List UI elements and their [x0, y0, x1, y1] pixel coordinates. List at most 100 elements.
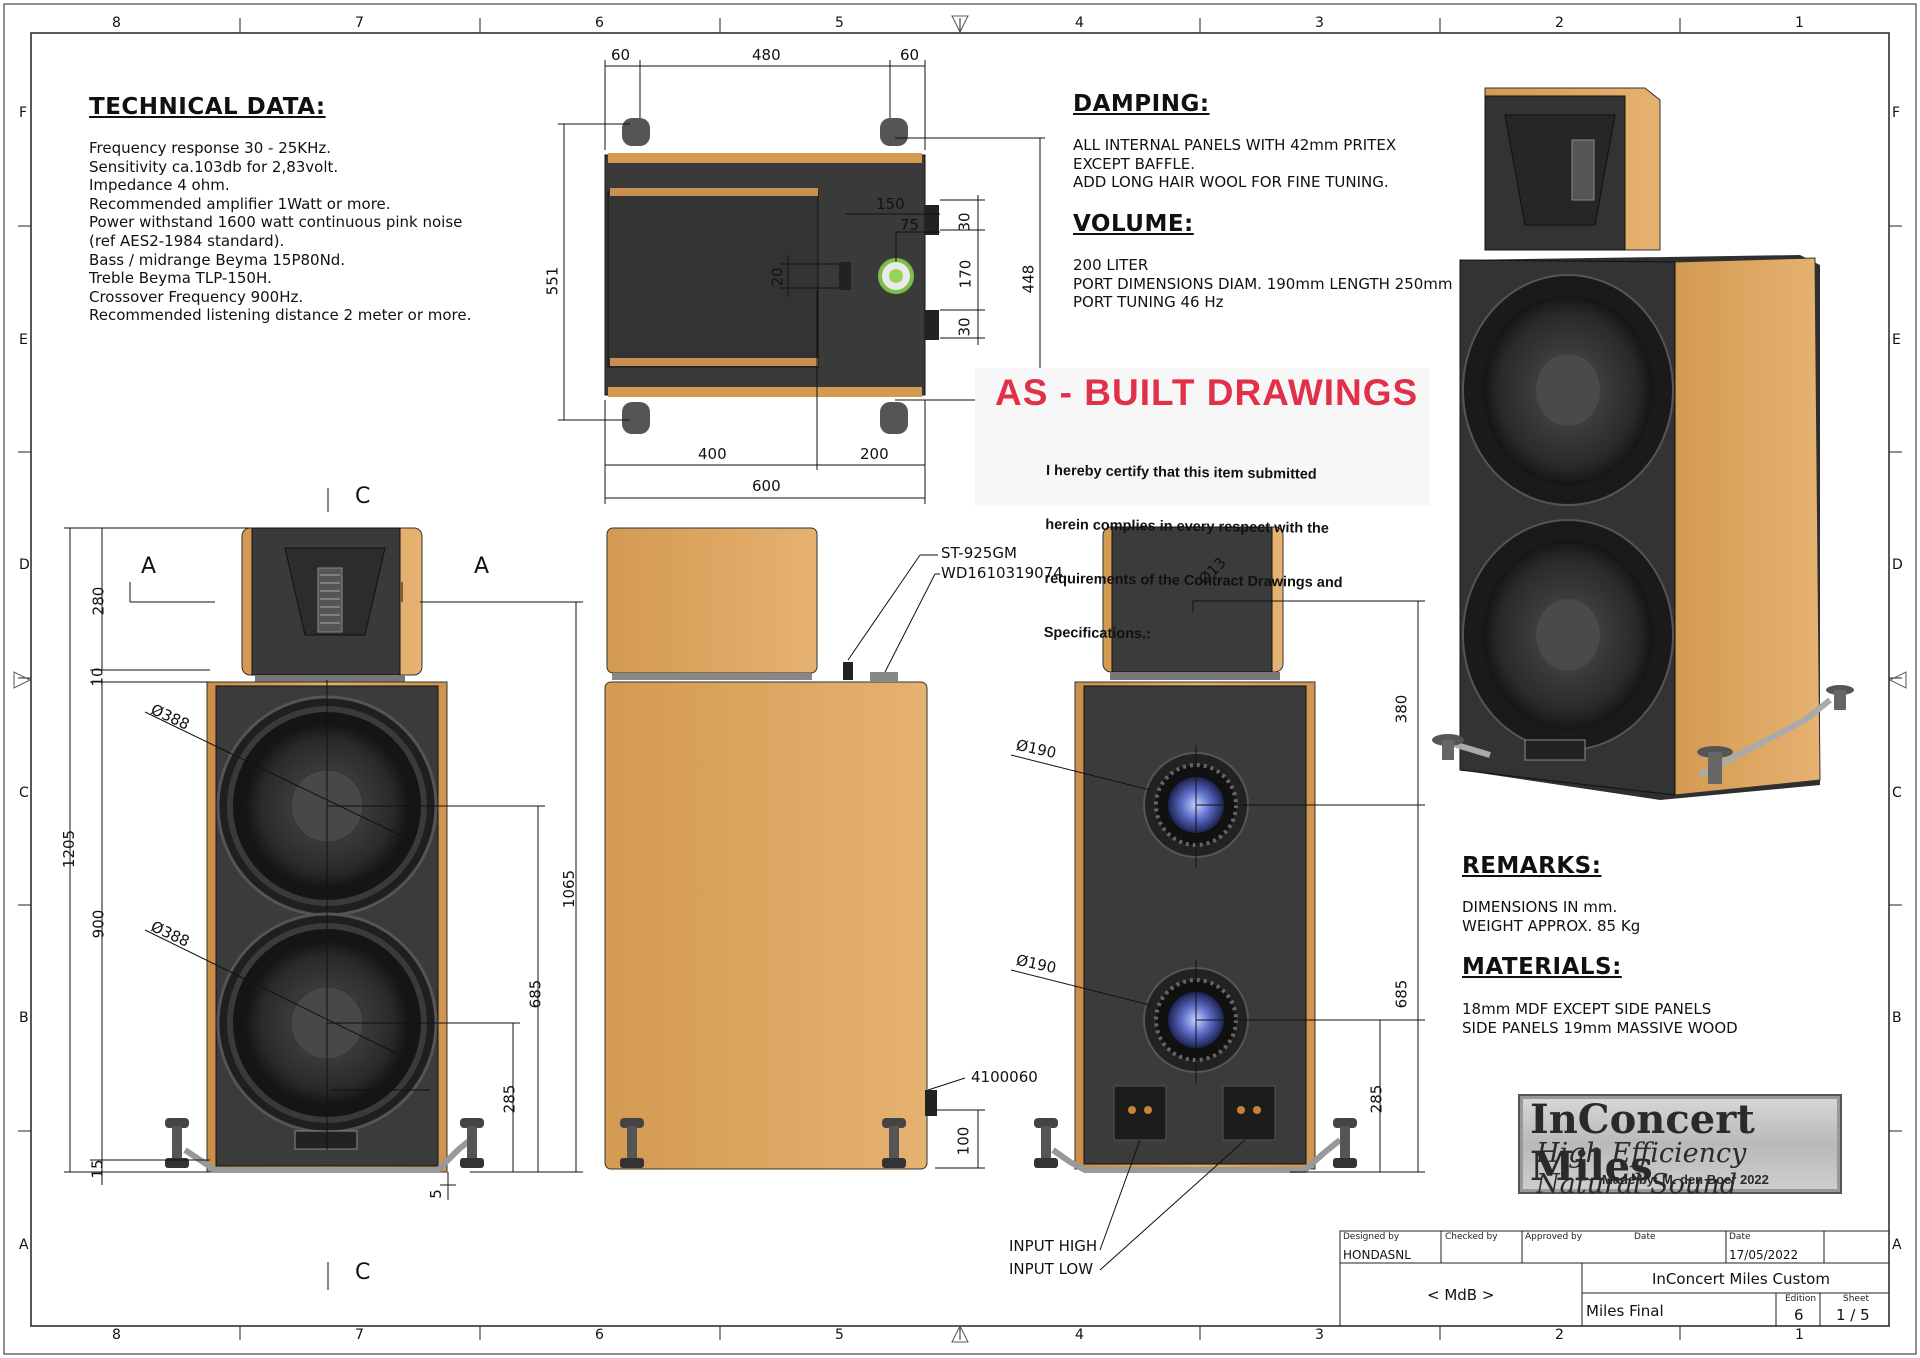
technical-line: Bass / midrange Beyma 15P80Nd. — [89, 250, 346, 269]
section-marker-c: C — [355, 1260, 371, 1285]
spike-foot — [880, 402, 908, 434]
spike-foot — [622, 118, 650, 146]
col-label: 7 — [355, 15, 364, 31]
volume-list: 200 LITER PORT DIMENSIONS DIAM. 190mm LE… — [1073, 256, 1453, 312]
sheet-value: 1 / 5 — [1836, 1306, 1870, 1324]
dim-label: 200 — [860, 445, 889, 463]
sheet-label: Sheet — [1843, 1294, 1870, 1304]
dim-label: 75 — [900, 216, 920, 234]
as-built-stamp-title: AS - BUILT DRAWINGS — [995, 372, 1419, 413]
centering-marks — [13, 15, 1907, 1343]
approval-date-label: Date — [1634, 1232, 1656, 1242]
dim-label: 285 — [1367, 1084, 1386, 1114]
stamp-line: requirements of the Contract Drawings an… — [1044, 570, 1343, 592]
part-number-label: ST-925GM — [941, 544, 1017, 562]
input-low-label: INPUT LOW — [1009, 1260, 1094, 1278]
section-marker-c: C — [355, 484, 371, 509]
top-wood-edge — [608, 387, 922, 397]
top-wood-edge — [608, 153, 922, 163]
technical-line: Recommended amplifier 1Watt or more. — [89, 194, 391, 213]
col-label: 6 — [595, 15, 604, 31]
dim-label: 600 — [752, 477, 781, 495]
col-label: 8 — [112, 1327, 121, 1343]
spike-foot — [622, 402, 650, 434]
brand-logo-plate: InConcert Miles High Efficiency Natural … — [1518, 1094, 1842, 1200]
col-label: 1 — [1795, 15, 1804, 31]
checked-by-label: Checked by — [1445, 1232, 1498, 1242]
technical-line: Power withstand 1600 watt continuous pin… — [89, 213, 463, 232]
col-label: 3 — [1315, 1327, 1324, 1343]
logo-maker: Made by: M. den Boer 2022 — [1602, 1172, 1769, 1187]
volume-line: PORT TUNING 46 Hz — [1073, 293, 1224, 312]
input-low-terminal — [1222, 1085, 1276, 1141]
damping-line: ADD LONG HAIR WOOL FOR FINE TUNING. — [1073, 173, 1389, 192]
damping-title: DAMPING: — [1073, 91, 1210, 117]
col-label: 1 — [1795, 1327, 1804, 1343]
side-view-dims — [847, 554, 985, 1169]
stamp-line: I hereby certify that this item submitte… — [1045, 462, 1317, 483]
row-label: C — [19, 785, 29, 801]
row-label: D — [1892, 557, 1903, 573]
col-label: 5 — [835, 15, 844, 31]
col-label: 3 — [1315, 15, 1324, 31]
col-label: 7 — [355, 1327, 364, 1343]
render-3d — [1432, 87, 1854, 800]
technical-data-list: Frequency response 30 - 25KHz. Sensitivi… — [89, 139, 471, 325]
dim-label: 685 — [1392, 979, 1411, 1009]
row-label: F — [1892, 105, 1901, 121]
side-view — [604, 527, 937, 1170]
dim-label: 1205 — [60, 829, 79, 869]
date-value: 17/05/2022 — [1729, 1248, 1799, 1262]
dim-label: 150 — [876, 195, 905, 213]
approved-by-label: Approved by — [1525, 1232, 1583, 1242]
spike-foot — [880, 118, 908, 146]
materials-line: 18mm MDF EXCEPT SIDE PANELS — [1462, 1000, 1712, 1018]
row-label: E — [1892, 332, 1901, 348]
stamp-backdrop — [975, 368, 1430, 506]
designed-by-label: Designed by — [1343, 1232, 1400, 1242]
damping-list: ALL INTERNAL PANELS WITH 42mm PRITEX EXC… — [1073, 136, 1396, 192]
dim-label: 5 — [426, 1189, 445, 1199]
materials-list: 18mm MDF EXCEPT SIDE PANELS SIDE PANELS … — [1462, 1000, 1738, 1037]
dim-label: 30 — [955, 317, 974, 337]
volume-line: PORT DIMENSIONS DIAM. 190mm LENGTH 250mm — [1073, 274, 1453, 293]
front-view — [165, 527, 484, 1173]
designed-by-value: HONDASNL — [1343, 1248, 1411, 1262]
technical-line: Crossover Frequency 900Hz. — [89, 287, 304, 306]
row-label: F — [19, 105, 28, 121]
outer-border — [3, 3, 1917, 1355]
row-label: A — [19, 1237, 29, 1253]
dim-label: 20 — [768, 267, 787, 287]
section-marker-a: A — [474, 554, 490, 579]
title-block-frame — [1339, 1230, 1890, 1327]
dim-label: 280 — [89, 586, 108, 616]
col-label: 4 — [1075, 15, 1084, 31]
front-view-dims — [64, 488, 583, 1290]
row-label: A — [1892, 1237, 1902, 1253]
dim-label: 900 — [89, 909, 108, 939]
zone-ticks — [18, 18, 1902, 1340]
dim-label: 285 — [500, 1084, 519, 1114]
as-built-stamp-text: I hereby certify that this item submitte… — [1043, 426, 1344, 664]
dim-label: 551 — [543, 266, 562, 296]
remarks-line: DIMENSIONS IN mm. — [1462, 898, 1618, 916]
technical-line: Impedance 4 ohm. — [89, 176, 230, 195]
dim-label: 30 — [955, 212, 974, 232]
dim-label: 1065 — [560, 869, 579, 909]
logo-tagline: High Efficiency Natural Sound — [1536, 1138, 1747, 1200]
part-number-label: WD1610319074 — [941, 564, 1063, 582]
remarks-list: DIMENSIONS IN mm. WEIGHT APPROX. 85 Kg — [1462, 898, 1640, 935]
technical-line: Recommended listening distance 2 meter o… — [89, 306, 472, 325]
dim-label: 170 — [956, 259, 975, 289]
top-view — [604, 118, 939, 434]
dim-label: 60 — [611, 46, 631, 64]
dim-label: 10 — [88, 667, 107, 687]
materials-title: MATERIALS: — [1462, 954, 1622, 980]
dim-label: 60 — [900, 46, 920, 64]
edition-label: Edition — [1785, 1294, 1817, 1304]
part-name: Miles Final — [1586, 1302, 1664, 1320]
row-label: B — [1892, 1010, 1902, 1026]
side-bass-cabinet — [604, 681, 928, 1170]
